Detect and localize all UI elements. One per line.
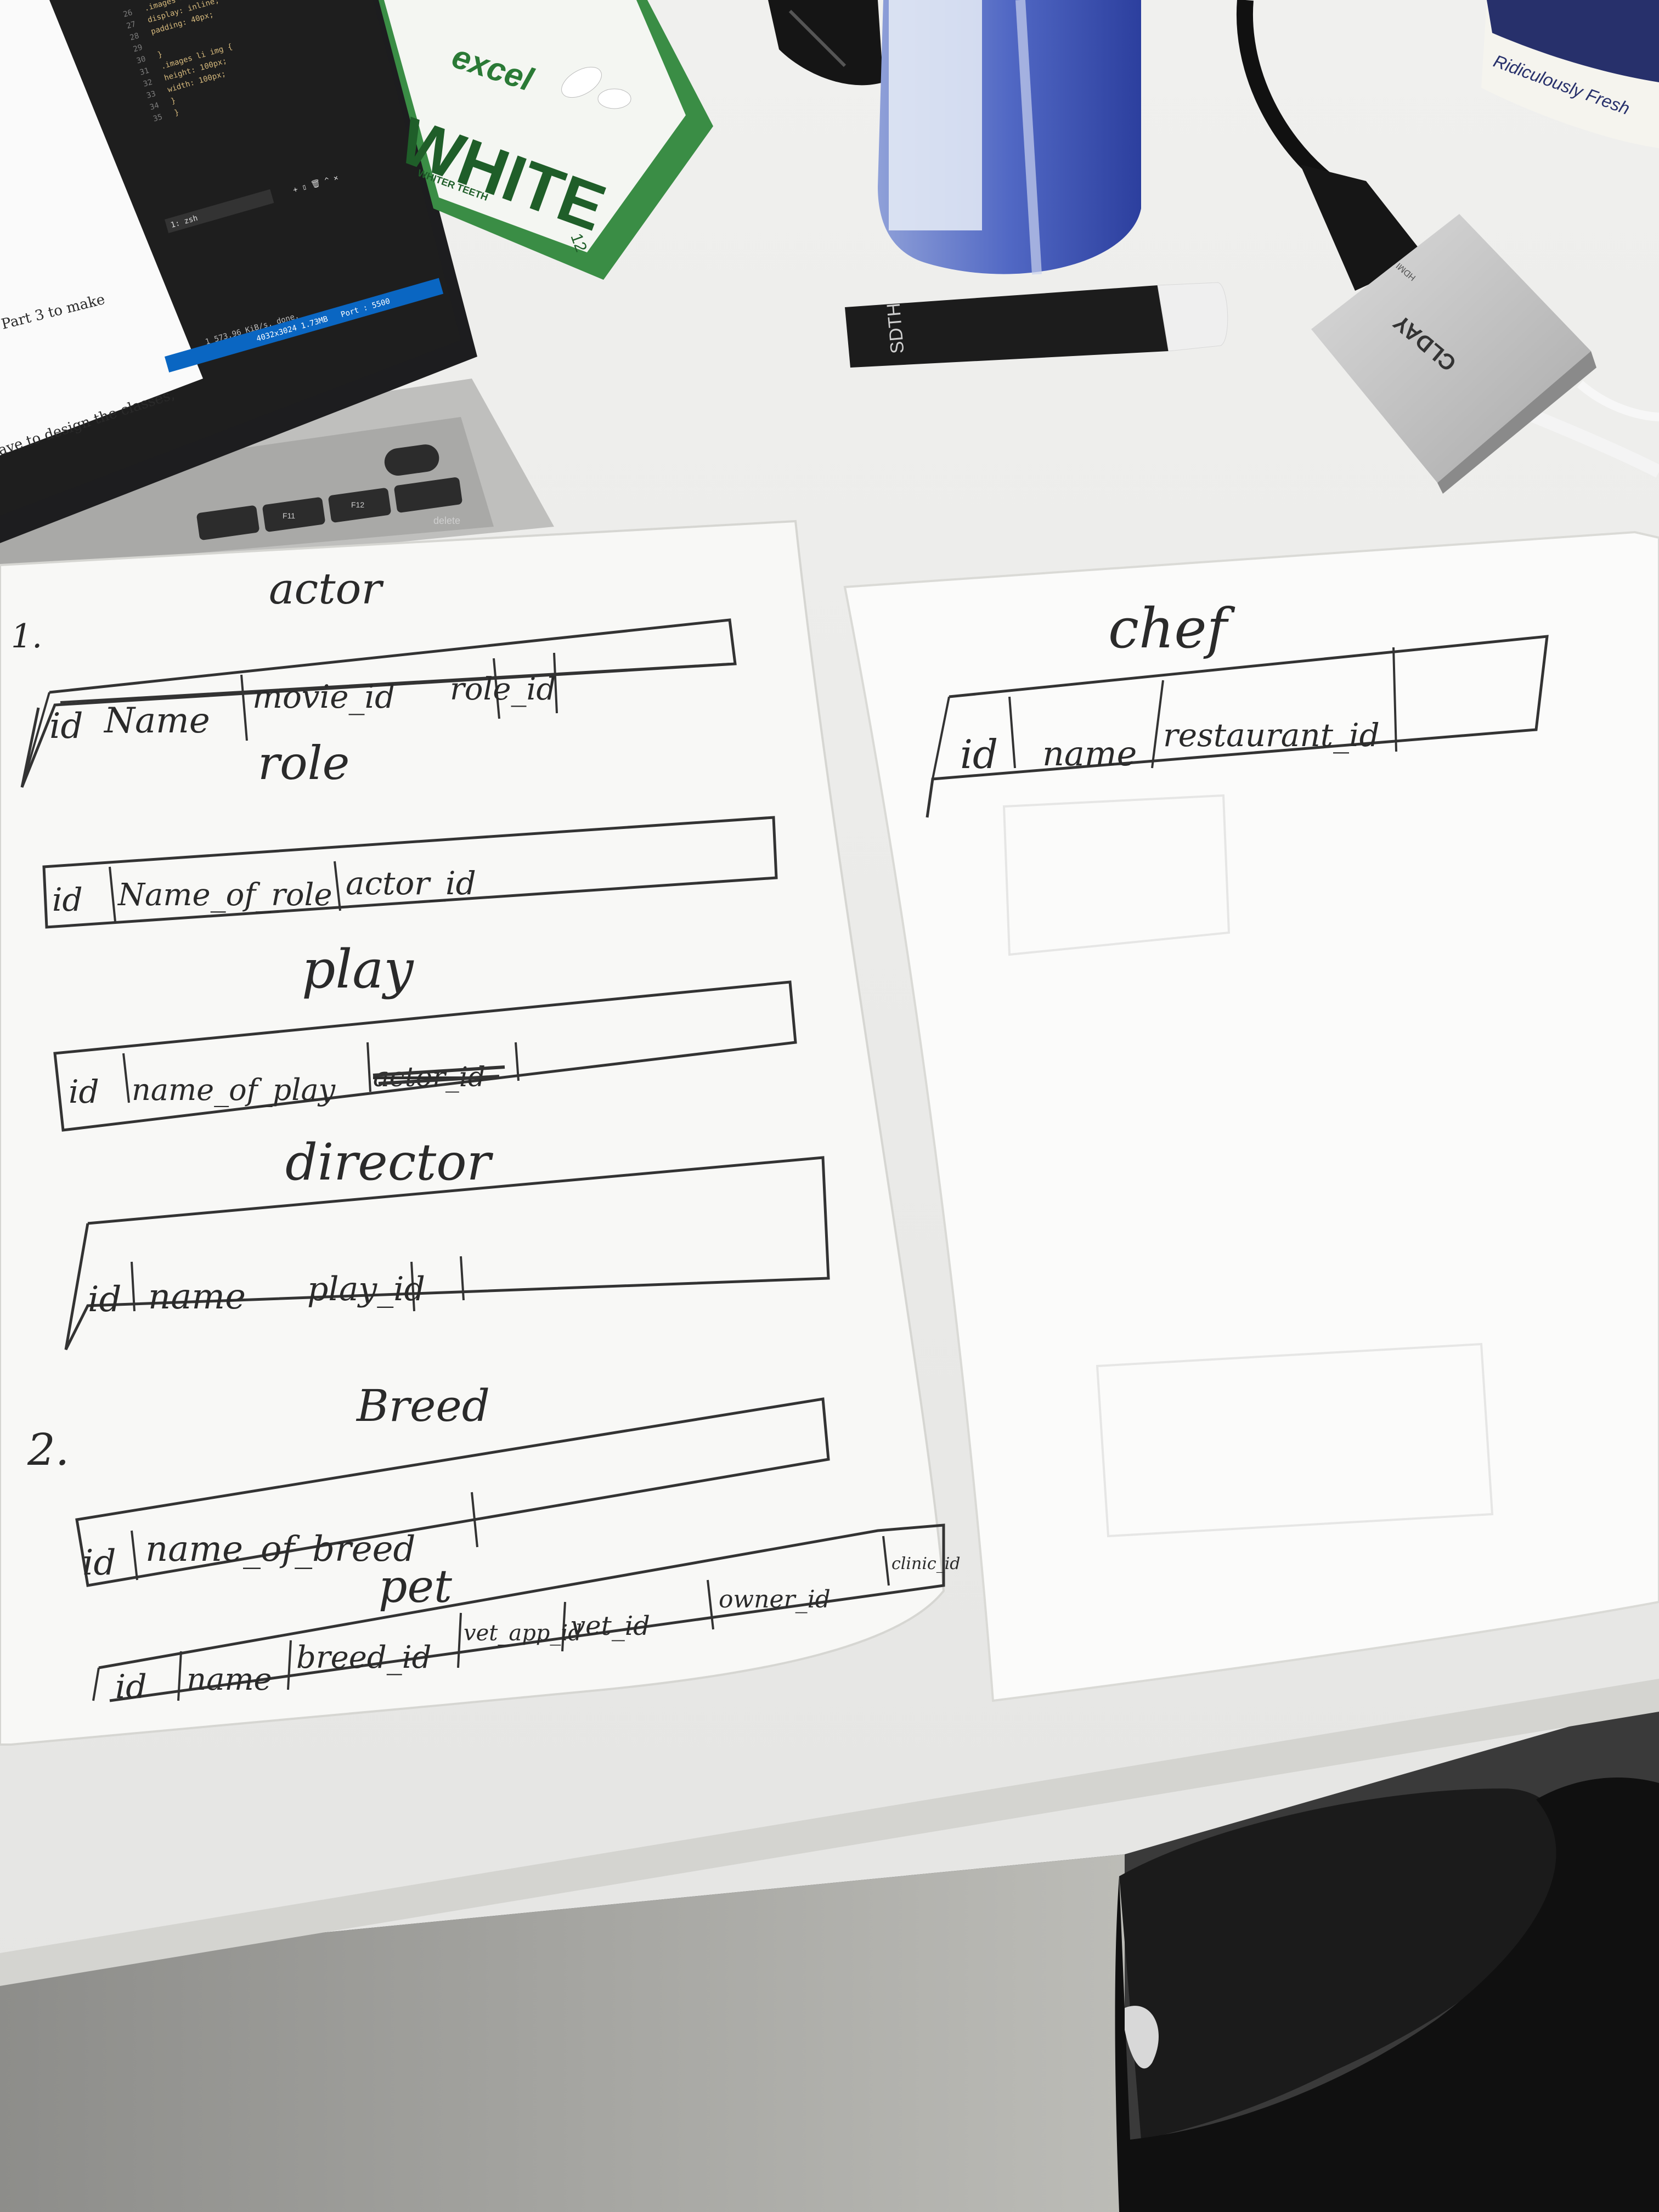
- left-sheet: 1. 2. actor id Name movie_id role_id rol…: [0, 520, 961, 1746]
- laptop: F11 F12 delete Part 3 to make ave to des…: [0, 0, 554, 582]
- section-1-label: 1.: [11, 617, 42, 656]
- gum-pack: excel WHITE WHITER TEETH 12: [379, 0, 713, 280]
- shoe: [1115, 1778, 1659, 2212]
- table-title-pet: pet: [379, 1561, 453, 1613]
- field-role-actor-id: actor_id: [346, 865, 476, 902]
- field-play-name: name_of_play: [132, 1073, 336, 1107]
- code-line-number: 27: [126, 20, 137, 31]
- code-line-number: 35: [152, 112, 163, 123]
- key-f11-label: F11: [283, 511, 295, 520]
- field-chef-name: name: [1042, 733, 1137, 774]
- table-title-breed: Breed: [356, 1380, 490, 1431]
- field-director-id: id: [88, 1279, 121, 1320]
- field-breed-name: name_of_breed: [145, 1529, 415, 1570]
- code-line-number: 30: [136, 55, 147, 66]
- show-through-marks: [1002, 794, 1494, 1538]
- field-play-id: id: [69, 1073, 99, 1110]
- key-delete-label: delete: [433, 515, 460, 526]
- hdmi-cable: [1237, 0, 1659, 478]
- play-fields: id name_of_play actor_id: [69, 1061, 505, 1110]
- field-pet-name: name: [187, 1662, 272, 1697]
- usb-brand: SDTH: [883, 302, 909, 355]
- field-pet-vet-app-id: vet_app_id: [464, 1621, 582, 1646]
- code-line-number: 32: [142, 78, 154, 89]
- table-title-play: play: [302, 939, 414, 1000]
- field-pet-clinic-id: clinic_id: [891, 1554, 961, 1573]
- field-actor-name: Name: [103, 701, 210, 741]
- code-line-number: 26: [122, 8, 134, 19]
- field-actor-id: id: [49, 706, 83, 747]
- shoe-logo-icon: [1125, 2006, 1159, 2069]
- field-pet-vet-id: vet_id: [571, 1611, 650, 1641]
- code-line-number: 29: [132, 43, 144, 54]
- table-title-actor: actor: [269, 565, 384, 614]
- right-sheet: chef id name restaurant_id: [843, 531, 1659, 1702]
- key-f12-label: F12: [351, 500, 364, 509]
- field-pet-owner-id: owner_id: [719, 1585, 831, 1613]
- pet-fields: id name breed_id vet_app_id vet_id owner…: [115, 1554, 961, 1706]
- field-director-play-id: play_id: [307, 1270, 425, 1308]
- keyboard-keys: F11 F12 delete: [196, 444, 462, 540]
- section-2-label: 2.: [27, 1424, 69, 1475]
- field-actor-movie-id: movie_id: [252, 678, 395, 715]
- usb-stick: SDTH: [845, 282, 1228, 368]
- table-title-director: director: [285, 1133, 494, 1192]
- role-fields: id Name_of_role actor_id: [52, 865, 476, 918]
- actor-fields: id Name movie_id role_id: [49, 672, 556, 747]
- field-role-id: id: [52, 881, 83, 918]
- code-line-number: 34: [149, 101, 160, 112]
- field-pet-breed-id: breed_id: [296, 1640, 432, 1675]
- director-fields: id name play_id: [88, 1270, 425, 1320]
- paper-cup: Ridiculously Fresh: [1481, 0, 1659, 148]
- field-chef-id: id: [960, 731, 998, 777]
- breed-fields: id name_of_breed: [82, 1529, 415, 1583]
- field-director-name: name: [148, 1277, 246, 1317]
- water-bottle: [878, 0, 1141, 275]
- field-role-name: Name_of_role: [117, 877, 332, 913]
- field-breed-id: id: [82, 1543, 116, 1583]
- code-line-number: 31: [139, 66, 150, 77]
- sunglasses: [768, 0, 883, 86]
- chef-fields: id name restaurant_id: [960, 716, 1380, 777]
- field-actor-role-id: role_id: [450, 672, 556, 707]
- table-title-chef: chef: [1108, 596, 1235, 661]
- code-line-number: 28: [129, 31, 140, 42]
- field-chef-restaurant-id: restaurant_id: [1163, 716, 1380, 754]
- code-line-number: 33: [145, 89, 157, 100]
- table-title-role: role: [258, 736, 349, 790]
- usb-c-adapter: CLDAY HDMI: [1311, 214, 1596, 494]
- field-pet-id: id: [115, 1668, 147, 1706]
